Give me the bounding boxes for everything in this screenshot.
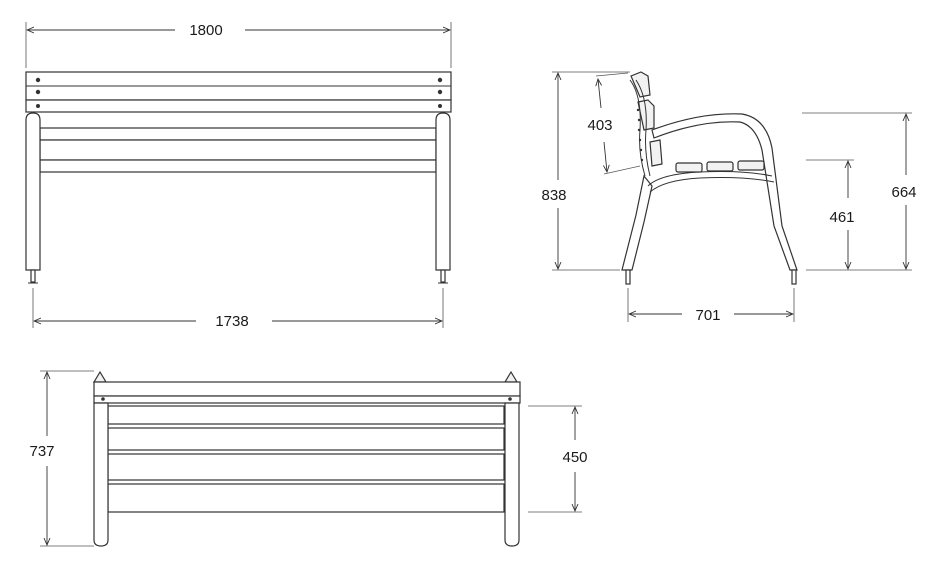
front-seat-slat-1 — [39, 127, 437, 141]
dimension-label: 1800 — [189, 22, 222, 39]
top-right-bracket — [503, 370, 519, 383]
top-left-frame — [93, 402, 109, 547]
screw-icon — [101, 397, 105, 401]
dimension-label: 838 — [541, 187, 566, 204]
dimension-label: 450 — [562, 449, 587, 466]
side-armrest-frame — [651, 113, 798, 271]
side-seat-slat — [737, 160, 765, 171]
screw-icon — [36, 104, 40, 108]
side-backrest-slat — [630, 71, 651, 98]
top-seat-slat-4 — [107, 483, 505, 513]
screw-icon — [35, 89, 41, 95]
dimension-seat-height: 461 — [806, 159, 855, 269]
dimension-label: 701 — [695, 307, 720, 324]
screw-icon — [437, 89, 443, 95]
dimension-label: 664 — [891, 184, 916, 201]
dimension-front-leg-span: 1738 — [32, 288, 444, 330]
front-view — [25, 71, 452, 284]
dimension-overall-height: 838 — [541, 71, 630, 271]
side-front-leg — [621, 174, 653, 271]
side-seat-slat — [706, 161, 734, 172]
dimension-front-width: 1800 — [25, 22, 452, 68]
top-view — [92, 370, 521, 547]
side-view — [621, 71, 798, 285]
top-left-bracket — [92, 370, 108, 383]
top-right-frame — [504, 402, 520, 547]
screw-icon — [438, 104, 442, 108]
dimension-armrest-height: 664 — [802, 112, 917, 271]
dimension-backrest-height: 403 — [587, 72, 641, 175]
dimension-depth: 701 — [627, 288, 795, 324]
top-seat-slat-3 — [107, 453, 505, 481]
dimension-top-seat-depth: 450 — [528, 405, 588, 513]
front-right-leg — [435, 112, 451, 271]
side-seat-slat — [675, 162, 703, 173]
front-left-leg — [25, 112, 41, 271]
side-backrest-slat — [649, 139, 663, 167]
dimension-label: 737 — [29, 443, 54, 460]
top-backrest-slat — [93, 381, 521, 397]
top-seat-slat-2 — [107, 427, 505, 451]
top-seat-slat-1 — [107, 405, 505, 425]
front-seat-slat-3 — [39, 159, 437, 173]
screw-icon — [437, 77, 443, 83]
front-seat-slat-2 — [39, 139, 437, 161]
dimension-label: 403 — [587, 117, 612, 134]
screw-icon — [508, 397, 512, 401]
screw-icon — [35, 77, 41, 83]
dimension-top-depth: 737 — [29, 370, 94, 547]
dimension-label: 1738 — [215, 313, 248, 330]
dimension-label: 461 — [829, 209, 854, 226]
top-backrest-lower-slat — [93, 395, 521, 404]
front-backrest-lower-slat — [25, 99, 452, 113]
